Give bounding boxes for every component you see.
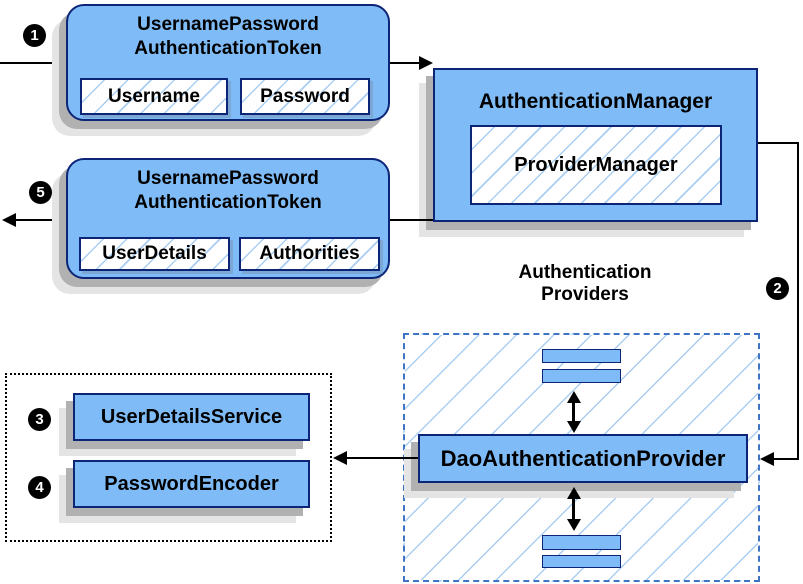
request-to-manager-line: [390, 62, 421, 64]
user-details-service-label: UserDetailsService: [100, 405, 283, 428]
arrow-up-icon: [567, 391, 581, 403]
request-token-title-line2: AuthenticationToken: [134, 38, 322, 59]
arrow-left-icon: [333, 451, 347, 465]
user-details-service-box: UserDetailsService: [73, 393, 310, 441]
password-slot-label: Password: [260, 85, 350, 107]
into-dao-line: [773, 458, 799, 460]
provider-stack-bottom-bar-2: [542, 555, 621, 568]
providers-group-label: Authentication Providers: [465, 262, 705, 306]
step-3-badge: 3: [28, 408, 51, 431]
lower-double-arrow-shaft: [572, 496, 575, 521]
response-outgoing-line: [15, 219, 66, 221]
response-token-title: UsernamePassword AuthenticationToken: [68, 167, 388, 215]
password-encoder-label: PasswordEncoder: [104, 472, 279, 495]
request-token-box: UsernamePassword AuthenticationToken Use…: [66, 4, 390, 121]
incoming-request-line: [0, 62, 67, 64]
password-encoder-box: PasswordEncoder: [73, 460, 310, 508]
manager-to-response-line: [390, 219, 433, 221]
arrow-left-icon: [2, 213, 16, 227]
username-slot-label: Username: [108, 85, 200, 107]
manager-right-line: [758, 142, 799, 144]
step-2-badge: 2: [766, 277, 789, 300]
step-4-badge: 4: [28, 476, 51, 499]
userdetails-slot-label: UserDetails: [102, 243, 207, 264]
arrow-left-icon: [760, 452, 774, 466]
response-token-box: UsernamePassword AuthenticationToken Use…: [66, 158, 390, 279]
upper-double-arrow-shaft: [572, 400, 575, 423]
response-token-title-line1: UsernamePassword: [137, 168, 319, 189]
providers-group-label-line1: Authentication: [518, 262, 652, 283]
provider-manager-box: ProviderManager: [470, 125, 722, 205]
provider-stack-top-bar-1: [542, 349, 621, 363]
authorities-slot: Authorities: [239, 237, 380, 271]
username-slot: Username: [80, 78, 228, 115]
request-token-title: UsernamePassword AuthenticationToken: [68, 13, 388, 61]
provider-stack-top-bar-2: [542, 369, 621, 383]
step-5-badge: 5: [29, 181, 52, 204]
response-token-title-line2: AuthenticationToken: [134, 192, 322, 213]
providers-group-label-line2: Providers: [541, 284, 629, 305]
dao-authentication-provider-label: DaoAuthenticationProvider: [440, 445, 726, 471]
authentication-manager-title: AuthenticationManager: [478, 90, 713, 113]
authorities-slot-label: Authorities: [259, 243, 360, 264]
arrow-up-icon: [567, 487, 581, 499]
arrow-down-icon: [567, 519, 581, 531]
request-token-title-line1: UsernamePassword: [137, 14, 319, 35]
arrow-right-icon: [419, 56, 433, 70]
userdetails-slot: UserDetails: [79, 237, 230, 271]
provider-manager-label: ProviderManager: [514, 153, 678, 176]
password-slot: Password: [240, 78, 370, 115]
dao-authentication-provider-box: DaoAuthenticationProvider: [418, 434, 748, 483]
step-1-badge: 1: [23, 24, 46, 47]
right-vertical-line: [797, 142, 799, 460]
arrow-down-icon: [567, 421, 581, 433]
dao-to-services-line: [346, 457, 418, 459]
provider-stack-bottom-bar-1: [542, 535, 621, 550]
